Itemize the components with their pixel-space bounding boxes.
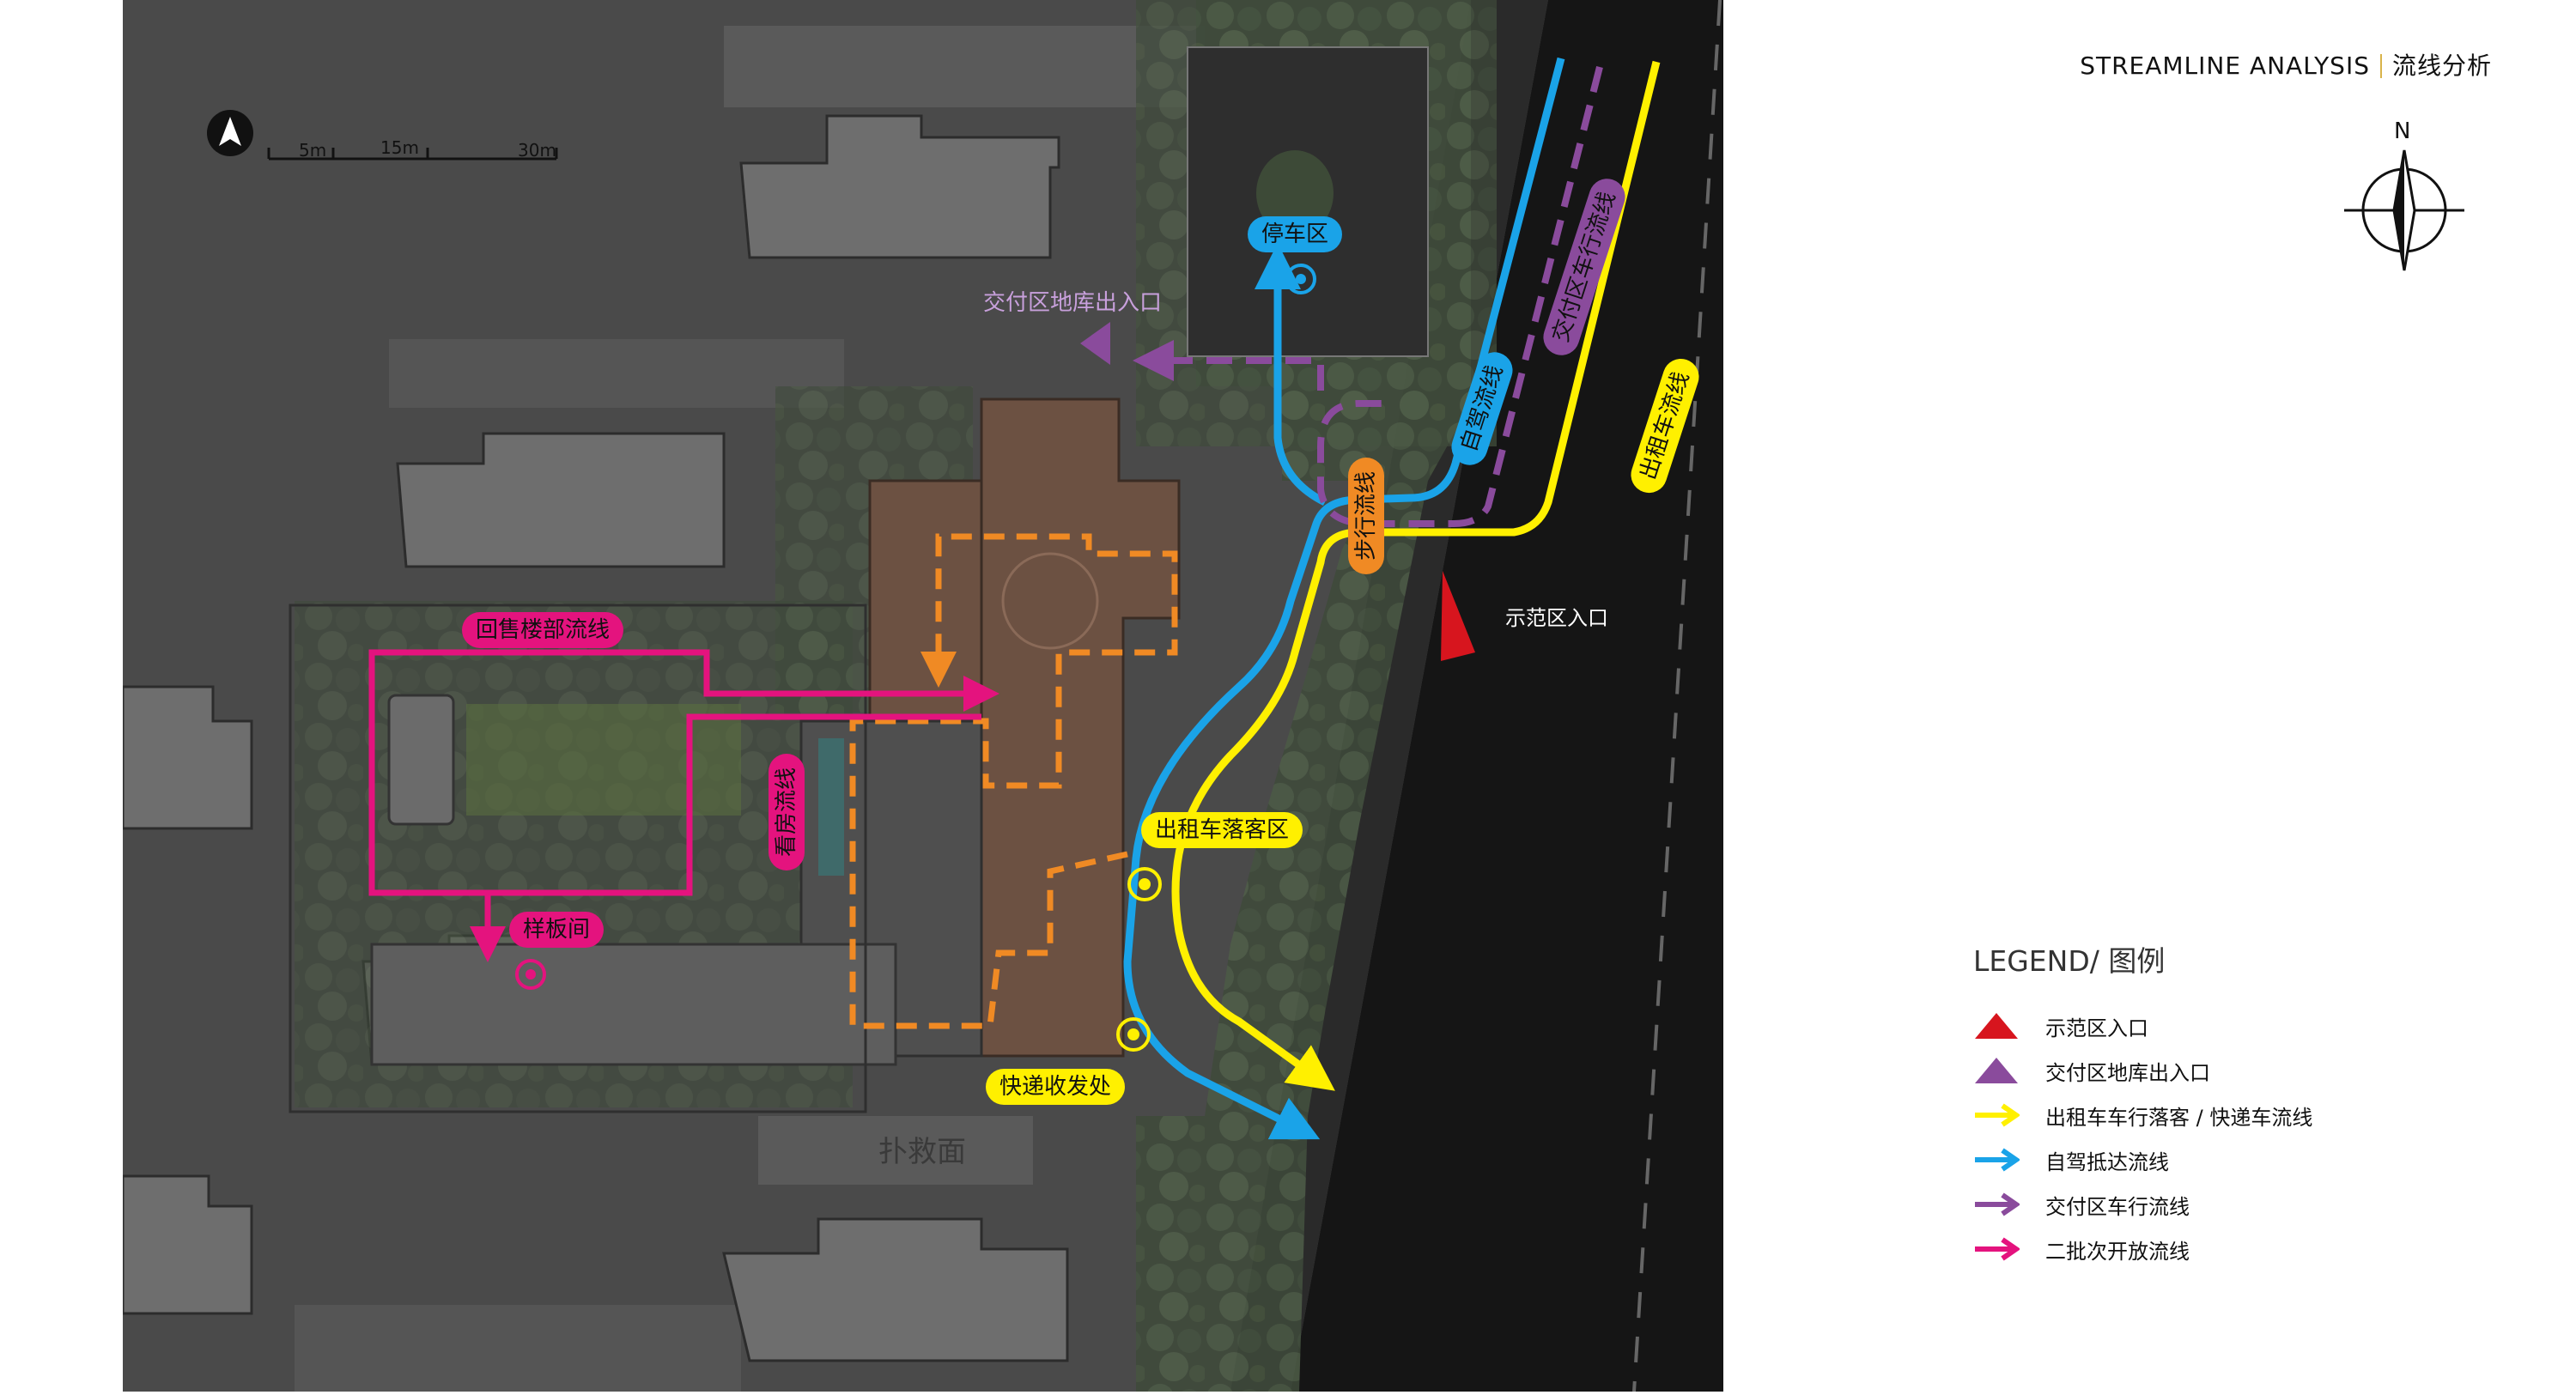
label-taxi-dropoff: 出租车落客区 bbox=[1141, 812, 1303, 848]
legend-label: 交付区地库出入口 bbox=[2045, 1060, 2210, 1085]
label-sample-room: 样板间 bbox=[509, 912, 605, 948]
triangle-icon bbox=[1973, 1009, 2020, 1043]
scale-label-5m: 5m bbox=[299, 140, 327, 161]
scale-bar bbox=[207, 110, 558, 161]
legend-label: 交付区车行流线 bbox=[2045, 1194, 2190, 1219]
scale-label-30m: 30m bbox=[518, 140, 556, 161]
plaza-circle bbox=[1001, 552, 1099, 650]
legend-item-demo-entrance: 示范区入口 bbox=[1973, 1009, 2148, 1043]
label-viewing: 看房流线 bbox=[769, 753, 805, 871]
legend-label: 出租车车行落客 / 快递车流线 bbox=[2045, 1105, 2313, 1130]
delivery-route bbox=[1317, 66, 1603, 527]
label-parking: 停车区 bbox=[1248, 216, 1343, 252]
sales-center bbox=[980, 397, 1181, 1058]
to-sample-route bbox=[470, 889, 690, 962]
compass: N bbox=[2336, 120, 2473, 283]
title-en: STREAMLINE ANALYSIS bbox=[2080, 52, 2370, 80]
label-fire-rescue: 扑救面 bbox=[878, 1135, 966, 1169]
legend-label: 二批次开放流线 bbox=[2045, 1239, 2190, 1264]
page-title: STREAMLINE ANALYSIS 流线分析 bbox=[2080, 47, 2492, 82]
delivery-to-basement bbox=[1133, 340, 1324, 391]
compass-icon bbox=[2344, 149, 2464, 271]
label-demo-entrance: 示范区入口 bbox=[1505, 606, 1608, 630]
parcel bbox=[389, 339, 844, 408]
parking-island bbox=[1256, 150, 1334, 236]
compass-north-label: N bbox=[2394, 118, 2411, 144]
scale-label-15m: 15m bbox=[380, 137, 419, 158]
legend-item-basement-exit: 交付区地库出入口 bbox=[1973, 1053, 2210, 1088]
sample-building bbox=[370, 943, 897, 1066]
road-lane-marking bbox=[1632, 0, 1722, 1392]
label-basement-exit: 交付区地库出入口 bbox=[983, 290, 1163, 316]
title-cn: 流线分析 bbox=[2391, 52, 2492, 80]
label-walking: 步行流线 bbox=[1348, 457, 1385, 575]
self-drive-to-parking bbox=[1255, 243, 1327, 506]
legend-item-self-drive: 自驾抵达流线 bbox=[1973, 1143, 2169, 1177]
legend-item-batch2: 二批次开放流线 bbox=[1973, 1232, 2190, 1266]
pavilion bbox=[387, 694, 455, 826]
label-express: 快递收发处 bbox=[986, 1069, 1126, 1105]
sales-center-wing bbox=[868, 479, 983, 723]
arrow-right-icon bbox=[1973, 1098, 2020, 1132]
site-boundary bbox=[289, 603, 867, 1113]
resale-route bbox=[655, 649, 999, 712]
markers bbox=[515, 264, 1316, 1052]
site-plan: 5m 15m 30m 停车区 交付区地库出入口 步行流线 自驾流线 交付区车行流… bbox=[121, 0, 1723, 1392]
legend-label: 示范区入口 bbox=[2045, 1016, 2148, 1040]
parcel bbox=[758, 1116, 1033, 1185]
basement-exit-icon bbox=[1080, 322, 1110, 365]
legend-title: LEGEND/ 图例 bbox=[1973, 944, 2166, 978]
north-arrow-glyph bbox=[219, 117, 241, 146]
arrow-right-icon bbox=[1973, 1232, 2020, 1266]
walking-route bbox=[849, 533, 1178, 1029]
arrow-right-icon bbox=[1973, 1143, 2020, 1177]
self-drive-route bbox=[1123, 57, 1565, 1140]
parcel bbox=[295, 1305, 741, 1392]
site-plan-drawing bbox=[121, 0, 1723, 1392]
label-resale: 回售楼部流线 bbox=[462, 612, 624, 648]
legend-item-delivery: 交付区车行流线 bbox=[1973, 1187, 2190, 1222]
road bbox=[1291, 0, 1723, 1392]
lawn bbox=[466, 704, 741, 816]
triangle-icon bbox=[1973, 1053, 2020, 1088]
water-feature bbox=[818, 738, 844, 876]
parcel bbox=[724, 26, 1205, 107]
legend-item-taxi: 出租车车行落客 / 快递车流线 bbox=[1973, 1098, 2312, 1132]
title-separator bbox=[2379, 54, 2382, 78]
demo-entrance-icon bbox=[1441, 571, 1475, 661]
arrow-right-icon bbox=[1973, 1187, 2020, 1222]
legend-label: 自驾抵达流线 bbox=[2045, 1149, 2169, 1174]
